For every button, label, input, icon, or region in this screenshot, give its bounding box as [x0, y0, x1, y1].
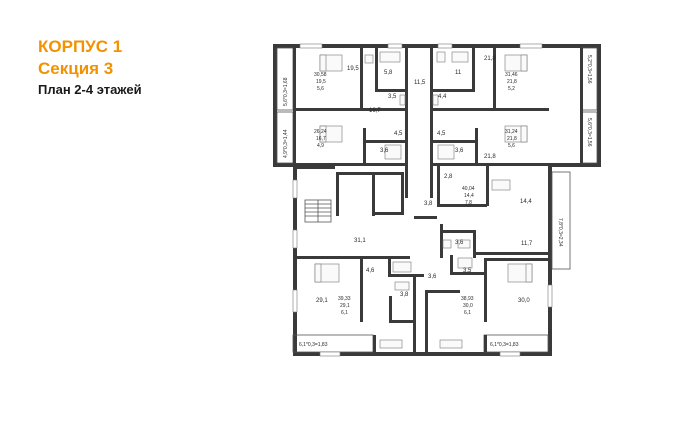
- svg-text:7,8: 7,8: [465, 200, 472, 206]
- area-11-top: 11: [455, 70, 462, 76]
- floors-subtitle: План 2-4 этажей: [38, 82, 142, 97]
- area-11-7: 11,7: [521, 241, 533, 247]
- svg-text:16,7: 16,7: [316, 136, 326, 142]
- internal-walls: [293, 48, 583, 352]
- balcony-right-low: 7,8*0,3=2,34: [557, 218, 563, 247]
- apt-top-left: 30,58 19,5 5,6: [314, 72, 327, 92]
- balcony-right-mid: 5,6*0,3=1,56: [586, 118, 592, 147]
- balcony-bottom-right: 6,1*0,3=1,83: [490, 342, 519, 348]
- svg-text:5,6: 5,6: [508, 143, 515, 149]
- svg-text:4,9: 4,9: [317, 143, 324, 149]
- svg-text:29,1: 29,1: [340, 303, 350, 309]
- apt-bottom-right: 38,93 30,0 6,1: [461, 296, 474, 316]
- area-11-5: 11,5: [414, 80, 426, 86]
- apt-mid-right: 31,24 21,8 5,6: [505, 129, 518, 149]
- area-4-4: 4,4: [438, 94, 447, 100]
- svg-text:21,8: 21,8: [507, 136, 517, 142]
- balcony-bottom-left: 6,1*0,3=1,83: [299, 342, 328, 348]
- area-4-6: 4,6: [366, 268, 375, 274]
- area-3-5-top: 3,5: [388, 94, 397, 100]
- area-4-5-left: 4,5: [394, 131, 403, 137]
- svg-text:40,04: 40,04: [462, 186, 475, 192]
- title-block: КОРПУС 1 Секция 3 План 2-4 этажей: [38, 36, 142, 99]
- svg-text:6,1: 6,1: [341, 310, 348, 316]
- outer-walls: [273, 44, 601, 356]
- area-30-0: 30,0: [518, 298, 530, 304]
- area-21-8-top: 21,8: [484, 56, 496, 62]
- area-3-5-low: 3,5: [463, 268, 472, 274]
- apt-bottom-left: 39,33 29,1 6,1: [338, 296, 351, 316]
- area-labels: 19,5 5,8 11 21,8 3,5 11,5 4,4 16,7 4,5 4…: [316, 56, 533, 304]
- furniture: [314, 51, 533, 349]
- svg-text:31,46: 31,46: [505, 72, 518, 78]
- svg-text:30,0: 30,0: [463, 303, 473, 309]
- svg-text:31,24: 31,24: [505, 129, 518, 135]
- balcony-left-top: 5,6*0,3=1,68: [283, 77, 289, 106]
- area-3-6-left: 3,6: [380, 148, 389, 154]
- svg-text:30,58: 30,58: [314, 72, 327, 78]
- svg-text:5,2: 5,2: [508, 86, 515, 92]
- building-title: КОРПУС 1: [38, 37, 123, 56]
- svg-text:39,33: 39,33: [338, 296, 351, 302]
- apt-center: 40,04 14,4 7,8: [462, 186, 475, 206]
- area-31-1: 31,1: [354, 238, 366, 244]
- apartment-summaries: 30,58 19,5 5,6 31,46 21,8 5,2 26,24 16,7…: [314, 72, 518, 316]
- svg-text:14,4: 14,4: [464, 193, 474, 199]
- area-2-8: 2,8: [444, 174, 453, 180]
- apt-top-right: 31,46 21,8 5,2: [505, 72, 518, 92]
- area-3-6-mid: 3,6: [455, 240, 464, 246]
- area-3-6-low: 3,6: [428, 274, 437, 280]
- staircase: [304, 199, 332, 223]
- svg-text:26,24: 26,24: [314, 129, 327, 135]
- section-title: Секция 3: [38, 59, 114, 78]
- windows: [292, 43, 553, 357]
- area-19-5: 19,5: [347, 66, 359, 72]
- area-4-5-right: 4,5: [437, 131, 446, 137]
- area-16-7: 16,7: [369, 108, 381, 114]
- area-3-6-right: 3,6: [455, 148, 464, 154]
- svg-text:19,5: 19,5: [316, 79, 326, 85]
- svg-text:38,93: 38,93: [461, 296, 474, 302]
- area-3-8-low: 3,8: [400, 292, 409, 298]
- area-21-8-mid: 21,8: [484, 154, 496, 160]
- area-3-8-mid: 3,8: [424, 201, 433, 207]
- apt-mid-left: 26,24 16,7 4,9: [314, 129, 327, 149]
- balcony-labels: 5,6*0,3=1,68 4,9*0,3=1,44 5,2*0,3=1,56 5…: [283, 55, 592, 348]
- area-29-1: 29,1: [316, 298, 328, 304]
- area-14-4: 14,4: [520, 199, 532, 205]
- svg-text:21,8: 21,8: [507, 79, 517, 85]
- balcony-right-top: 5,2*0,3=1,56: [586, 55, 592, 84]
- area-5-8: 5,8: [384, 70, 393, 76]
- svg-text:6,1: 6,1: [464, 310, 471, 316]
- balcony-left-mid: 4,9*0,3=1,44: [283, 129, 289, 158]
- svg-text:5,6: 5,6: [317, 86, 324, 92]
